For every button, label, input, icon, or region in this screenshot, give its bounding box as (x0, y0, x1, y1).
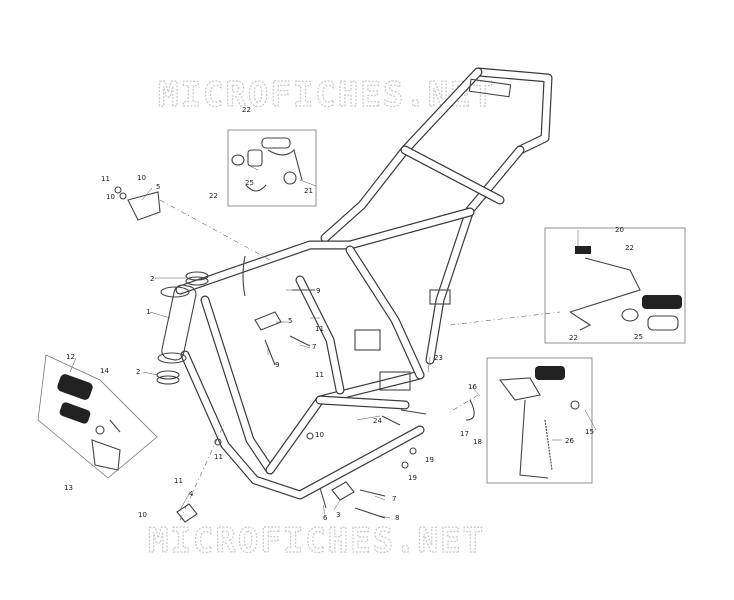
callout-11: 11 (174, 477, 183, 485)
callout-22: 22 (242, 106, 251, 114)
callout-2: 2 (136, 368, 140, 376)
callout-22: 22 (209, 192, 218, 200)
callout-25: 25 (634, 333, 643, 341)
callout-22: 22 (625, 244, 634, 252)
box-passenger-footrest (544, 227, 686, 344)
callout-18: 18 (473, 438, 482, 446)
callout-10: 10 (137, 174, 146, 182)
callout-25: 25 (245, 179, 254, 187)
callout-7: 7 (392, 495, 396, 503)
callout-4: 4 (189, 490, 194, 498)
callout-9: 9 (275, 361, 279, 369)
callout-12: 12 (66, 353, 75, 361)
callout-11: 11 (315, 325, 324, 333)
dash-leaders (159, 199, 561, 521)
callout-24: 24 (373, 417, 382, 425)
callout-10: 10 (315, 431, 324, 439)
callout-22: 22 (569, 334, 578, 342)
callout-7: 7 (312, 343, 316, 351)
callout-23: 23 (434, 354, 443, 362)
watermark-bottom: MICROFICHES.NET (148, 521, 485, 561)
callout-10: 10 (138, 511, 147, 519)
box-side-stand (465, 357, 593, 484)
callout-21: 21 (304, 187, 313, 195)
callout-9: 9 (316, 287, 320, 295)
callout-26: 26 (565, 437, 574, 445)
callout-19: 19 (425, 456, 434, 464)
box-footrest-rear (227, 129, 317, 207)
callout-11: 11 (101, 175, 110, 183)
callout-14: 14 (100, 367, 109, 375)
callout-13: 13 (64, 484, 73, 492)
callout-5: 5 (288, 317, 292, 325)
callout-leaders (69, 164, 597, 519)
callout-3: 3 (336, 511, 340, 519)
callout-16: 16 (468, 383, 477, 391)
callout-19: 19 (408, 474, 417, 482)
main-frame (157, 67, 553, 500)
callout-20: 20 (615, 226, 624, 234)
callout-2: 2 (150, 275, 154, 283)
bolts-cluster (176, 255, 427, 523)
bracket-5 (114, 186, 161, 221)
box-rider-footrest (37, 354, 158, 479)
callouts: 1 2 2 3 4 5 5 6 7 7 8 9 9 10 10 10 10 11… (64, 106, 643, 522)
callout-1: 1 (146, 308, 150, 316)
callout-15: 15 (585, 428, 594, 436)
callout-17: 17 (460, 430, 469, 438)
callout-5: 5 (156, 183, 160, 191)
callout-8: 8 (395, 514, 399, 522)
callout-11: 11 (214, 453, 223, 461)
callout-10: 10 (106, 193, 115, 201)
callout-11: 11 (315, 371, 324, 379)
callout-6: 6 (323, 514, 328, 522)
